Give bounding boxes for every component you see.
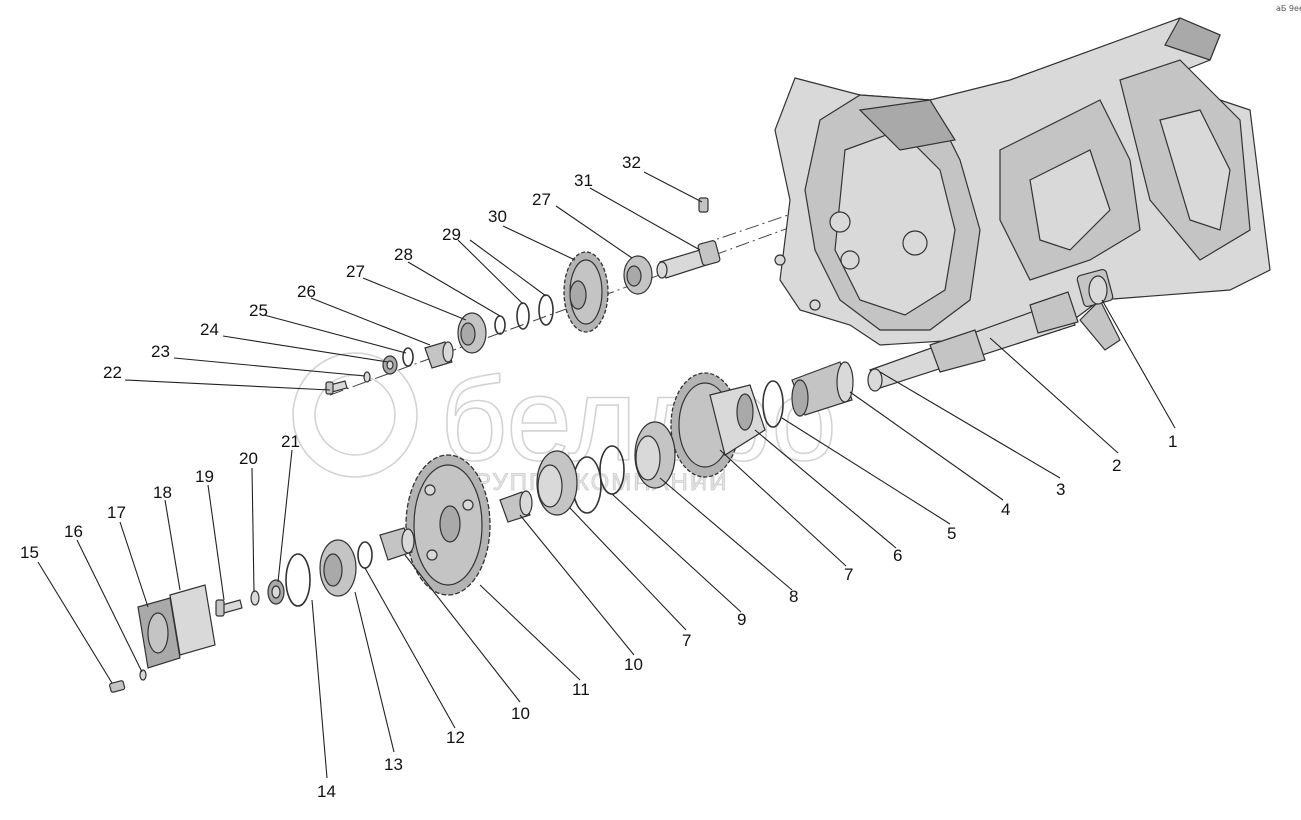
leader-lines — [37, 171, 1176, 779]
callout-32: 32 — [622, 153, 641, 172]
part-10-bushing-upper — [499, 490, 533, 523]
part-30-gear — [563, 251, 609, 333]
callout-23: 23 — [151, 342, 170, 361]
callout-10-upper: 10 — [624, 655, 643, 674]
part-21-nut — [267, 579, 285, 605]
callout-9: 9 — [737, 610, 746, 629]
housing-illustration — [774, 17, 1271, 351]
callout-4: 4 — [1001, 500, 1010, 519]
part-11-large-gear — [405, 454, 491, 596]
part-20-washer — [250, 590, 260, 606]
callout-1: 1 — [1168, 432, 1177, 451]
callout-28: 28 — [394, 245, 413, 264]
part-27-bearing-left — [457, 312, 487, 354]
part-24-nut — [382, 355, 398, 375]
callout-2: 2 — [1112, 456, 1121, 475]
callout-26: 26 — [297, 282, 316, 301]
callout-5: 5 — [947, 524, 956, 543]
callout-18: 18 — [153, 483, 172, 502]
callout-24: 24 — [200, 320, 219, 339]
callout-15: 15 — [20, 543, 39, 562]
watermark-logo-circle — [292, 352, 418, 478]
part-7-bearing-upper — [634, 421, 676, 489]
part-29-ring-b — [538, 294, 554, 326]
part-22-bolt — [325, 380, 348, 395]
part-16-washer — [139, 669, 147, 681]
callout-8: 8 — [789, 587, 798, 606]
callout-7-upper: 7 — [844, 565, 853, 584]
part-25-ring — [402, 347, 414, 367]
callout-12: 12 — [446, 728, 465, 747]
part-1-bushing — [1076, 268, 1114, 308]
callout-29: 29 — [442, 225, 461, 244]
part-29-ring-a — [516, 302, 530, 330]
watermark-subtitle: ГРУППА КОМПАНИЙ — [460, 468, 728, 496]
callout-10-lower: 10 — [511, 704, 530, 723]
callout-19: 19 — [195, 467, 214, 486]
callout-16: 16 — [64, 522, 83, 541]
part-26-bushing — [424, 341, 454, 369]
part-3-coupling — [791, 361, 854, 417]
callout-27-right: 27 — [532, 190, 551, 209]
part-13-bearing — [319, 539, 357, 597]
callout-17: 17 — [107, 503, 126, 522]
part-19-bolt — [215, 599, 243, 617]
part-7-bearing-lower — [536, 450, 578, 516]
callout-13: 13 — [384, 755, 403, 774]
part-32-bolt — [698, 197, 709, 213]
part-14-snap-ring — [285, 553, 311, 607]
part-2-shaft — [867, 291, 1079, 392]
callout-20: 20 — [239, 449, 258, 468]
part-27-bearing-right — [623, 255, 653, 295]
part-17-cover — [137, 597, 181, 669]
callout-11: 11 — [572, 680, 590, 699]
callout-labels: 1 2 3 4 5 6 7 7 8 9 10 10 11 12 13 14 15… — [20, 153, 1177, 801]
part-6-gear — [670, 372, 766, 478]
callout-22: 22 — [103, 363, 122, 382]
callout-14: 14 — [317, 782, 336, 801]
callout-3: 3 — [1056, 480, 1065, 499]
callout-30: 30 — [488, 207, 507, 226]
part-28-ring — [494, 315, 506, 335]
callout-6: 6 — [893, 546, 902, 565]
part-15-bolt — [109, 680, 126, 693]
corner-mark: аБ 9ее — [1276, 4, 1301, 13]
part-10-bushing-lower — [379, 527, 415, 561]
part-31-axle — [656, 240, 721, 279]
part-12-ring — [357, 541, 373, 569]
part-23-washer — [363, 371, 371, 383]
callout-25: 25 — [249, 301, 268, 320]
callout-31: 31 — [574, 171, 593, 190]
part-4-snap-ring — [762, 380, 784, 428]
callout-27-left: 27 — [346, 262, 365, 281]
callout-7-lower: 7 — [682, 631, 691, 650]
callout-21: 21 — [281, 432, 300, 451]
